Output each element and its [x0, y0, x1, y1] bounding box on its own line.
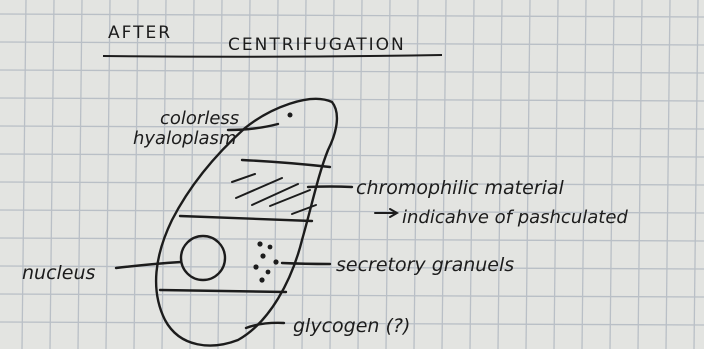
grid-line-horizontal — [0, 238, 704, 241]
grid-line-vertical — [78, 0, 82, 349]
grid-line-vertical — [22, 0, 26, 349]
grid-line-horizontal — [0, 182, 704, 185]
diagram-title: AFTER CENTRIFUGATION — [103, 23, 442, 57]
title-word-centrifugation: CENTRIFUGATION — [228, 35, 406, 55]
grid-line-vertical — [414, 0, 418, 349]
label-secretory-granuels: secretory granuels — [336, 254, 514, 276]
grid-line-vertical — [50, 0, 54, 349]
leader-chromophilic — [308, 187, 352, 188]
label-chromophilic-material: chromophilic material — [356, 177, 565, 199]
label-glycogen: glycogen (?) — [293, 315, 410, 337]
grid-line-vertical — [190, 0, 194, 349]
cell-tip-dot — [288, 113, 293, 118]
title-word-after: AFTER — [108, 23, 172, 43]
leader-secretory — [282, 263, 330, 264]
grid-line-vertical — [442, 0, 446, 349]
grid-line-vertical — [162, 0, 166, 349]
label-nucleus: nucleus — [22, 262, 96, 284]
grid-line-horizontal — [0, 294, 704, 297]
grid-line-horizontal — [0, 98, 704, 101]
layer-line-top — [242, 160, 330, 167]
layer-line-bottom — [160, 290, 286, 292]
grid-line-vertical — [134, 0, 138, 349]
indicative-arrow — [375, 209, 397, 217]
grid-line-horizontal — [0, 14, 704, 17]
grid-line-horizontal — [0, 154, 704, 157]
label-hyaloplasm: hyaloplasm — [133, 128, 236, 149]
grid-line-vertical — [218, 0, 222, 349]
grid-line-horizontal — [0, 126, 704, 129]
label-indicative: indicahve of pashculated — [402, 207, 628, 228]
grid-line-horizontal — [0, 70, 704, 73]
title-underline — [103, 55, 442, 57]
grid-line-vertical — [106, 0, 110, 349]
layer-line-middle — [180, 216, 312, 221]
label-colorless: colorless — [160, 108, 239, 129]
